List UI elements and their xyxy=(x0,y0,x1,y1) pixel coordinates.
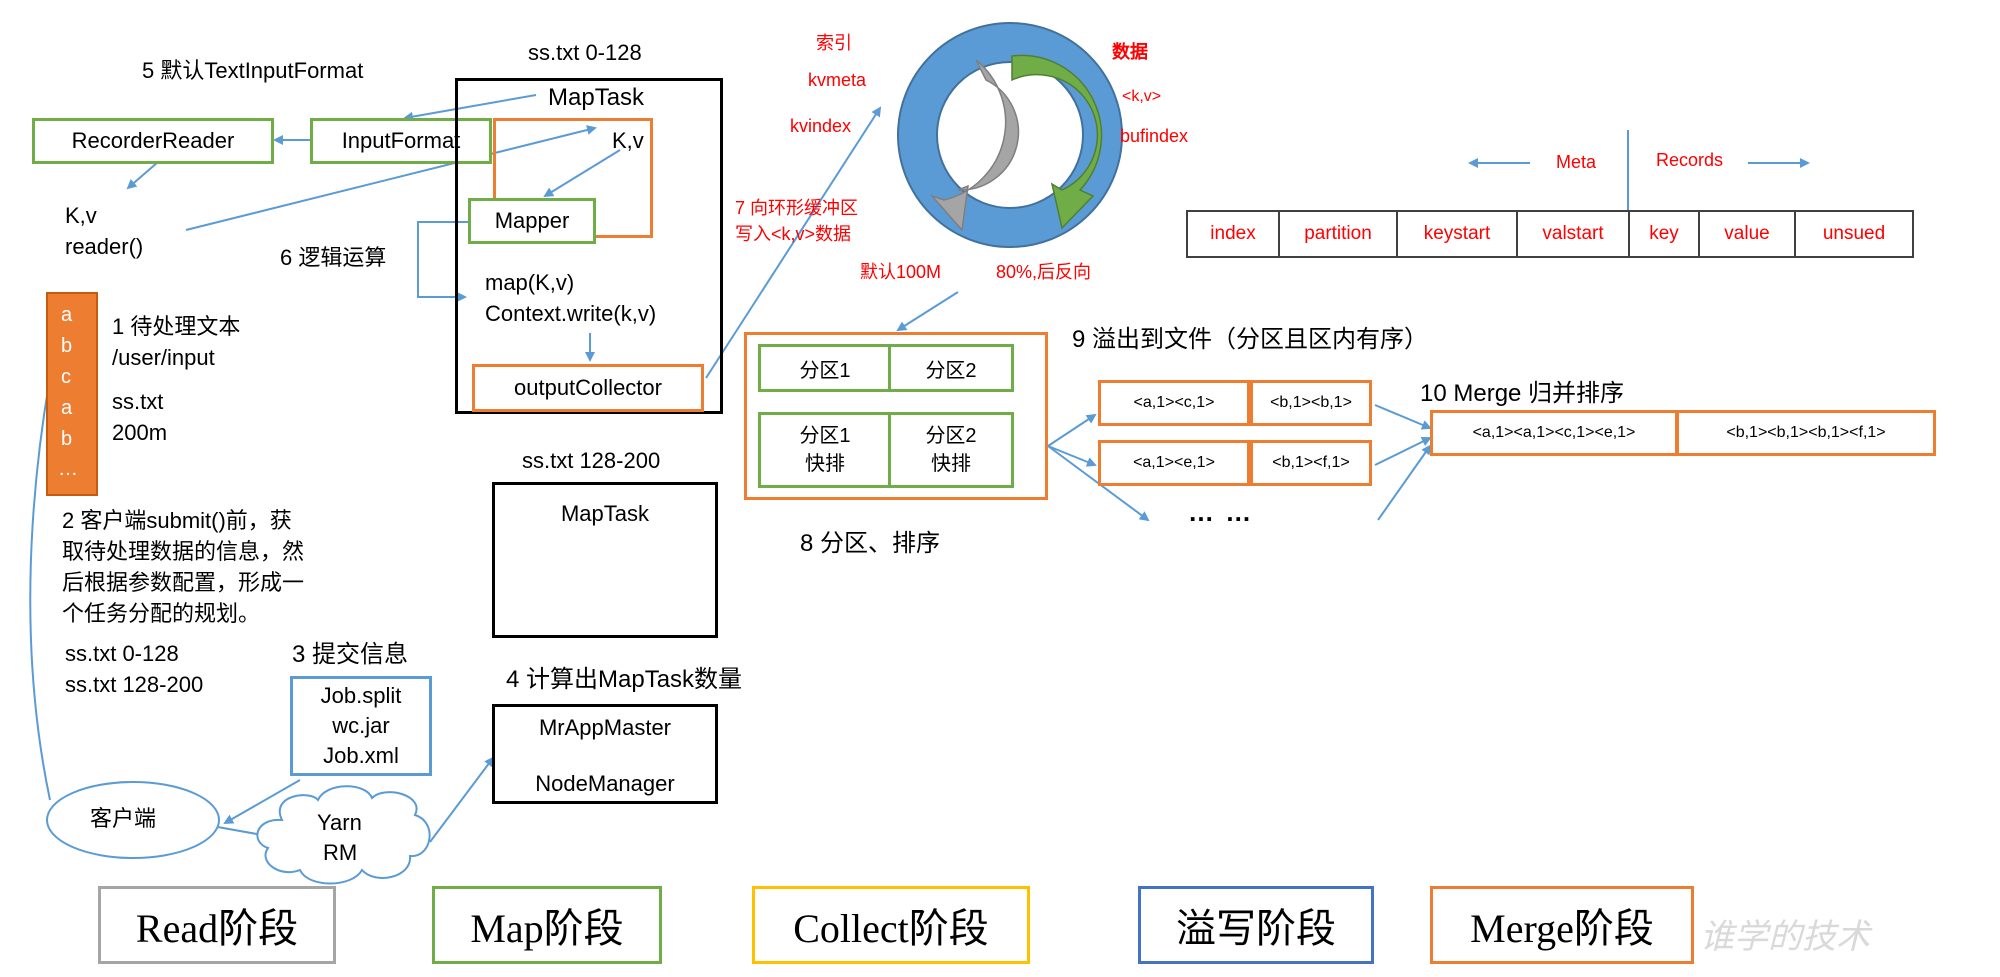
step10-label: 10 Merge 归并排序 xyxy=(1420,380,1625,407)
split-a-label: ss.txt 0-128 xyxy=(528,40,642,65)
kvmeta-label: kvmeta xyxy=(808,70,867,90)
data-cn-label: 数据 xyxy=(1112,42,1148,62)
partition1-sort-name: 分区1 xyxy=(799,425,851,447)
partition2-sort-box: 分区2 快排 xyxy=(888,412,1014,488)
client-label: 客户端 xyxy=(90,806,157,831)
phase-map-box: Map阶段 xyxy=(432,886,662,964)
job-jar: wc.jar xyxy=(332,713,390,738)
threshold-label: 80%,后反向 xyxy=(996,262,1092,282)
kvindex-label: kvindex xyxy=(790,116,852,136)
text-letter: … xyxy=(58,458,78,480)
maptask-a-label: MapTask xyxy=(548,84,645,111)
phase-collect-box: Collect阶段 xyxy=(752,886,1030,964)
maptask-b-box: MapTask xyxy=(492,482,718,638)
maptask-b-label: MapTask xyxy=(560,501,650,526)
split2-label: ss.txt 128-200 xyxy=(65,672,204,697)
partition1-sort-method: 快排 xyxy=(805,453,845,475)
reader-call-label: reader() xyxy=(65,234,144,259)
recorder-reader-box: RecorderReader xyxy=(32,118,274,164)
partition1-sort-box: 分区1 快排 xyxy=(758,412,892,488)
default-size-label: 默认100M xyxy=(860,262,942,282)
job-split: Job.split xyxy=(320,683,402,708)
kv-label: K,v xyxy=(65,203,97,228)
step1-label: 1 待处理文本 xyxy=(112,314,241,339)
input-format-box: InputFormat xyxy=(310,118,492,164)
record-cell-value: value xyxy=(1698,210,1796,258)
bufindex-label: bufindex xyxy=(1120,126,1189,146)
step4-label: 4 计算出MapTask数量 xyxy=(506,666,743,693)
step7-line: 7 向环形缓冲区 xyxy=(735,198,859,218)
step7-line: 写入<k,v>数据 xyxy=(735,224,852,244)
text-letter: b xyxy=(61,428,73,450)
watermark: 谁学的技术 xyxy=(1700,919,1870,956)
meta-cell-index: index xyxy=(1186,210,1280,258)
meta-label: Meta xyxy=(1556,152,1597,172)
partition1-box: 分区1 xyxy=(758,344,892,392)
step1-path: /user/input xyxy=(112,345,215,370)
text-letter: b xyxy=(61,335,73,357)
spill-file1-part2: <b,1><b,1> xyxy=(1250,380,1372,426)
partition2-sort-name: 分区2 xyxy=(925,425,977,447)
input-text-column: a b c a b … xyxy=(46,292,98,496)
step2-line: 取待处理数据的信息，然 xyxy=(62,539,305,564)
text-letter: a xyxy=(61,304,73,326)
mapper-box: Mapper xyxy=(468,198,596,244)
meta-cell-valstart: valstart xyxy=(1516,210,1630,258)
mr-app-master: MrAppMaster xyxy=(538,715,672,740)
step9-label: 9 溢出到文件（分区且区内有序） xyxy=(1072,326,1429,353)
job-files-box: Job.split wc.jar Job.xml xyxy=(290,676,432,776)
app-master-box: MrAppMaster NodeManager xyxy=(492,704,718,804)
kv-in-maptask: K,v xyxy=(612,128,644,153)
kv-pair-label: <k,v> xyxy=(1122,88,1162,105)
records-label: Records xyxy=(1656,150,1724,170)
step2-line: 2 客户端submit()前，获 xyxy=(62,508,292,533)
job-xml: Job.xml xyxy=(323,743,399,768)
merged-part1: <a,1><a,1><c,1><e,1> xyxy=(1430,410,1678,456)
split-b-label: ss.txt 128-200 xyxy=(522,448,661,473)
client-ellipse xyxy=(46,781,220,859)
phase-merge-box: Merge阶段 xyxy=(1430,886,1694,964)
step3-label: 3 提交信息 xyxy=(292,641,409,668)
text-letter: a xyxy=(61,397,73,419)
output-collector-box: outputCollector xyxy=(472,364,704,412)
meta-cell-keystart: keystart xyxy=(1396,210,1518,258)
maptask-a-box xyxy=(455,78,723,414)
index-cn-label: 索引 xyxy=(816,33,852,53)
meta-cell-partition: partition xyxy=(1278,210,1398,258)
yarn-cloud xyxy=(256,785,431,885)
yarn-label: Yarn xyxy=(317,810,362,835)
step2-line: 个任务分配的规划。 xyxy=(62,601,261,626)
context-write: Context.write(k,v) xyxy=(485,301,657,326)
partition2-sort-method: 快排 xyxy=(931,453,971,475)
text-letter: c xyxy=(61,366,71,388)
phase-spill-box: 溢写阶段 xyxy=(1138,886,1374,964)
step2-line: 后根据参数配置，形成一 xyxy=(62,570,305,595)
spill-ellipsis: … … xyxy=(1188,497,1254,527)
spill-file1-part1: <a,1><c,1> xyxy=(1098,380,1250,426)
record-cell-unsued: unsued xyxy=(1794,210,1914,258)
partition2-box: 分区2 xyxy=(888,344,1014,392)
merged-part2: <b,1><b,1><b,1><f,1> xyxy=(1676,410,1936,456)
gray-arrow-icon xyxy=(929,59,1020,232)
record-cell-key: key xyxy=(1628,210,1700,258)
green-arrow-icon xyxy=(1011,54,1103,230)
step1-file: ss.txt xyxy=(112,389,164,414)
spill-file2-part2: <b,1><f,1> xyxy=(1250,440,1372,486)
step6-label: 6 逻辑运算 xyxy=(280,245,387,270)
phase-read-box: Read阶段 xyxy=(98,886,336,964)
map-call: map(K,v) xyxy=(485,270,575,295)
step8-label: 8 分区、排序 xyxy=(800,530,941,557)
split1-label: ss.txt 0-128 xyxy=(65,641,179,666)
step1-size: 200m xyxy=(112,420,168,445)
node-manager: NodeManager xyxy=(535,771,675,796)
step5-label: 5 默认TextInputFormat xyxy=(142,58,364,83)
rm-label: RM xyxy=(323,840,358,865)
spill-file2-part1: <a,1><e,1> xyxy=(1098,440,1250,486)
